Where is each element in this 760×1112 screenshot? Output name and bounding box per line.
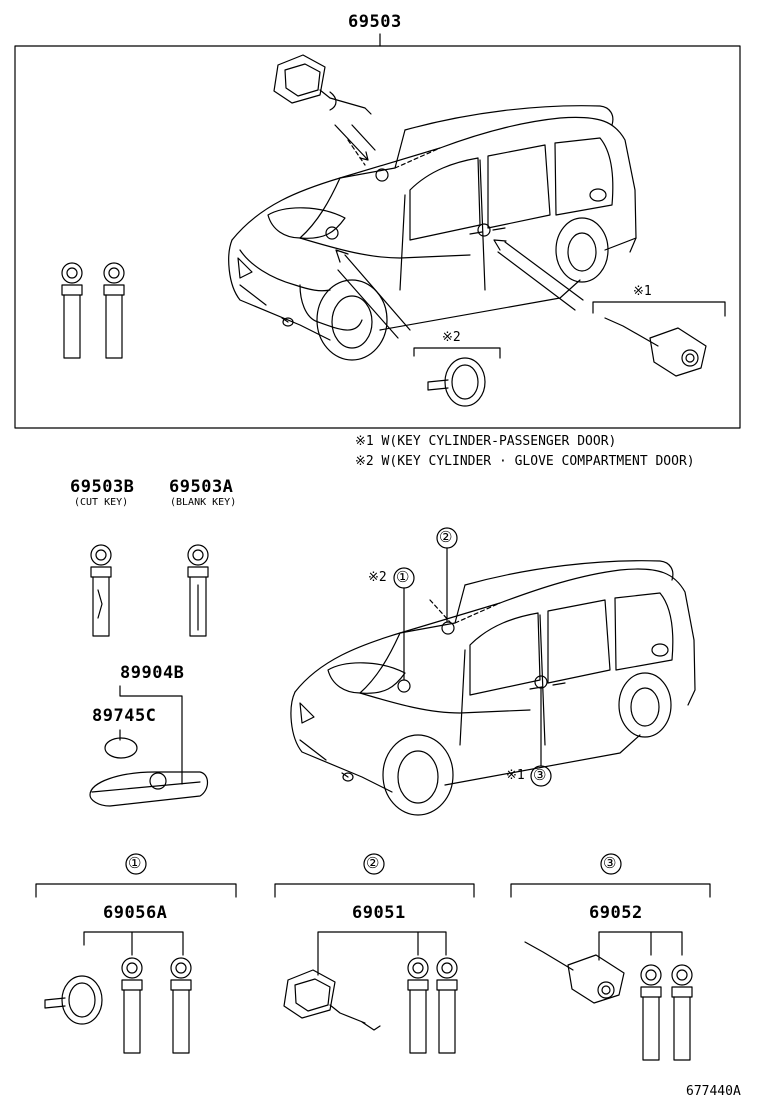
callout-2: ② xyxy=(439,528,453,546)
arrows-top xyxy=(334,124,584,339)
set-3-circle: ③ xyxy=(603,854,617,872)
remote-assembly xyxy=(89,685,209,807)
set-3-drawing xyxy=(510,853,711,1061)
glove-cylinder-top xyxy=(413,347,501,407)
set-3-number: 69052 xyxy=(589,903,643,923)
note-2: ※2 W(KEY CYLINDER · GLOVE COMPARTMENT DO… xyxy=(355,454,695,469)
mark-2-label: ※2 xyxy=(442,330,461,345)
keys-in-frame xyxy=(61,262,125,359)
set-2-drawing xyxy=(274,853,475,1054)
set-1-number: 69056A xyxy=(103,903,168,923)
cut-key-number: 69503B xyxy=(70,477,135,497)
battery-number: 89745C xyxy=(92,706,157,726)
figure-id: 677440A xyxy=(686,1084,741,1099)
cut-key xyxy=(90,544,112,637)
set-2-circle: ② xyxy=(366,854,380,872)
blank-key-number: 69503A xyxy=(169,477,234,497)
set-2-number: 69051 xyxy=(352,903,406,923)
callout-dots-top xyxy=(325,168,491,240)
cut-key-desc: (CUT KEY) xyxy=(74,497,129,508)
main-assembly-number: 69503 xyxy=(348,12,402,32)
callout-1-mark: ※2 xyxy=(368,570,387,585)
callout-1: ① xyxy=(396,568,410,586)
cylinder-roof-top xyxy=(273,54,372,115)
callout-lines-bottom xyxy=(393,527,552,787)
blank-key-desc: (BLANK KEY) xyxy=(170,497,237,508)
van-illustration-top xyxy=(228,105,637,361)
callout-3: ③ xyxy=(533,766,547,784)
blank-key xyxy=(187,544,209,637)
set-1-circle: ① xyxy=(128,854,142,872)
remote-number: 89904B xyxy=(120,663,185,683)
mark-1-label: ※1 xyxy=(633,284,652,299)
van-illustration-bottom xyxy=(290,560,696,816)
callout-3-mark: ※1 xyxy=(506,768,525,783)
passenger-cylinder-top xyxy=(592,301,726,377)
assembly-frame xyxy=(14,33,741,429)
note-1: ※1 W(KEY CYLINDER-PASSENGER DOOR) xyxy=(355,434,617,449)
set-1-drawing xyxy=(35,853,237,1054)
